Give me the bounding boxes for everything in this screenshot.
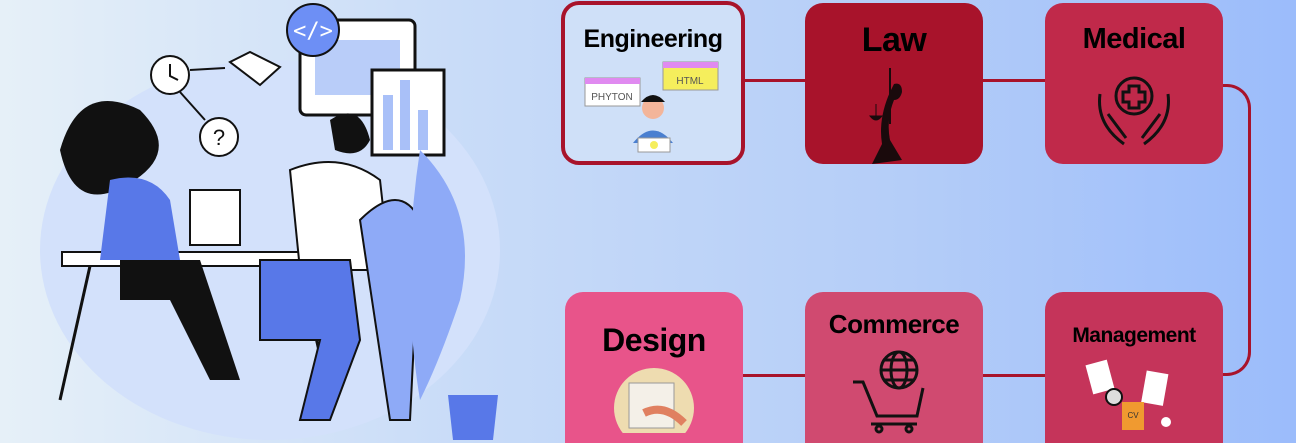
field-label: Management [1072,324,1196,347]
bar-chart-icon [370,68,446,157]
field-label: Law [861,21,927,59]
hands-medical-cross-icon [1098,76,1170,146]
resume-documents-icon: CV [1085,359,1171,431]
design-sketch-icon [614,367,694,433]
career-meeting-illustration: </> ? [40,3,500,440]
connector-commerce-design [741,374,806,377]
globe-shopping-cart-icon [853,350,925,434]
html-tag: HTML [676,76,704,87]
field-card-management[interactable]: Management CV [1045,292,1223,443]
field-label: Commerce [828,309,960,339]
svg-text:?: ? [213,125,225,150]
field-card-engineering[interactable]: Engineering PHYTON HTML [561,1,745,165]
connector-medical-management [1200,84,1251,376]
connector-engineering-law [744,79,806,82]
field-label: Engineering [583,25,723,53]
svg-text:</>: </> [293,19,333,44]
field-label: Design [602,322,706,358]
lady-justice-icon [868,68,902,165]
handshake-icon [228,50,282,87]
cv-tag: CV [1127,411,1139,420]
coding-person-icon: PHYTON HTML [584,61,719,153]
field-card-law[interactable]: Law [805,3,983,165]
field-label: Medical [1082,23,1186,55]
python-tag: PHYTON [591,92,633,103]
connector-management-commerce [982,374,1046,377]
field-card-commerce[interactable]: Commerce [805,292,983,443]
field-card-design[interactable]: Design [565,292,743,443]
question-icon [199,117,239,157]
connector-law-medical [982,79,1046,82]
field-card-medical[interactable]: Medical [1045,3,1223,164]
